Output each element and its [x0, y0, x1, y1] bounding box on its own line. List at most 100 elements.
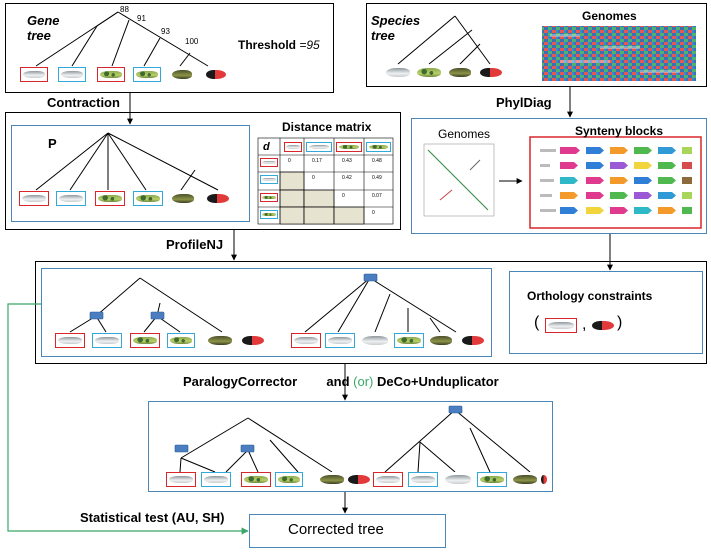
fish-body [61, 70, 83, 79]
fish-body [169, 475, 193, 484]
fish-body [95, 336, 119, 345]
matrix-cell-value: 0.48 [372, 158, 382, 164]
fish-thumbnail [130, 333, 160, 348]
genomes-mosaic [542, 26, 696, 81]
contraction-label: Contraction [47, 95, 120, 110]
fish-body [278, 475, 300, 484]
fish-body [480, 475, 504, 484]
fish-thumbnail [478, 65, 504, 80]
fish-thumbnail [540, 472, 548, 487]
corrected-tree-left [179, 417, 333, 473]
matrix-cell-value: 0.07 [372, 193, 382, 199]
fish-body [368, 144, 389, 150]
fish-body [262, 195, 276, 200]
fish-body [445, 475, 471, 484]
fish-body [100, 70, 122, 79]
fish-thumbnail [415, 65, 443, 80]
matrix-cell-value: 0 [372, 210, 375, 216]
bootstrap-100: 100 [185, 37, 199, 46]
fish-body [262, 160, 276, 165]
fish-body [136, 70, 158, 79]
fish-body [397, 336, 421, 345]
fish-body [204, 475, 228, 484]
fish-thumbnail [240, 333, 266, 348]
fish-thumbnail [366, 142, 391, 152]
profilenj-trees-subpanel [41, 268, 492, 357]
fish-body [320, 475, 344, 484]
fish-body [286, 144, 300, 150]
fish-thumbnail [206, 333, 234, 348]
fish-thumbnail [346, 472, 372, 487]
fish-thumbnail [275, 472, 303, 487]
synteny-rows [540, 147, 692, 214]
species-tree-label: Species tree [371, 13, 421, 43]
fish-thumbnail [325, 333, 355, 348]
fish-thumbnail [477, 472, 507, 487]
fish-body [133, 336, 157, 345]
fish-body [362, 336, 388, 345]
fish-thumbnail [166, 472, 196, 487]
orthology-close-paren: ) [617, 314, 623, 331]
fish-thumbnail [260, 193, 278, 202]
node-marker [150, 311, 165, 320]
fish-body [171, 70, 193, 79]
p-label: P [48, 136, 57, 151]
p-tree [35, 132, 219, 191]
fish-body [480, 68, 502, 77]
profilenj-panel [35, 261, 707, 364]
orthology-title: Orthology constraints [527, 289, 653, 303]
fish-body [386, 68, 410, 77]
fish-body [58, 336, 82, 345]
threshold-label: Threshold =95 [238, 38, 320, 52]
node-marker [89, 311, 104, 320]
fish-thumbnail [428, 333, 454, 348]
fish-thumbnail [204, 67, 228, 82]
matrix-cell-value: 0 [312, 175, 315, 181]
matrix-cell-value: 0.42 [342, 175, 352, 181]
fish-body [242, 336, 264, 345]
gene-tree-panel [5, 3, 334, 93]
fish-thumbnail [241, 472, 271, 487]
fish-thumbnail [306, 142, 332, 152]
phyldiag-label: PhylDiag [496, 95, 552, 110]
fish-thumbnail [201, 472, 231, 487]
fish-thumbnail [133, 67, 161, 82]
fish-thumbnail [95, 191, 125, 206]
fish-body [513, 475, 537, 484]
fish-thumbnail [284, 142, 302, 152]
fish-body [207, 194, 229, 203]
fish-thumbnail [133, 191, 163, 206]
fish-thumbnail [55, 333, 85, 348]
fish-body [59, 194, 83, 203]
orthology-panel [509, 271, 703, 354]
correction-methods-label: ParalogyCorrector and (or) DeCo+Unduplic… [183, 374, 499, 389]
fish-body [23, 70, 45, 79]
fish-body [449, 68, 471, 77]
synteny-blocks-title: Synteny blocks [575, 124, 664, 138]
fish-thumbnail [336, 142, 362, 152]
fish-body [170, 336, 192, 345]
fish-thumbnail [20, 67, 48, 82]
phyldiag-panel [411, 118, 707, 234]
fish-body [22, 194, 46, 203]
statistical-test-label: Statistical test (AU, SH) [80, 510, 225, 525]
fish-body [208, 336, 232, 345]
node-marker [174, 444, 189, 453]
node-marker [240, 444, 255, 453]
fish-body [338, 144, 360, 150]
fish-body [205, 70, 227, 79]
contraction-panel [5, 112, 401, 230]
fish-body [308, 144, 330, 150]
genomes-title-top: Genomes [582, 9, 637, 23]
distance-matrix-grid [257, 137, 394, 225]
node-marker [363, 273, 378, 282]
fish-body [462, 336, 484, 345]
species-tree [397, 15, 491, 65]
matrix-d-symbol: d [263, 141, 270, 153]
species-tree-panel [366, 3, 707, 87]
fish-thumbnail [590, 318, 616, 333]
fish-thumbnail [373, 472, 403, 487]
fish-thumbnail [170, 191, 196, 206]
fish-body [262, 212, 276, 217]
fish-body [244, 475, 268, 484]
